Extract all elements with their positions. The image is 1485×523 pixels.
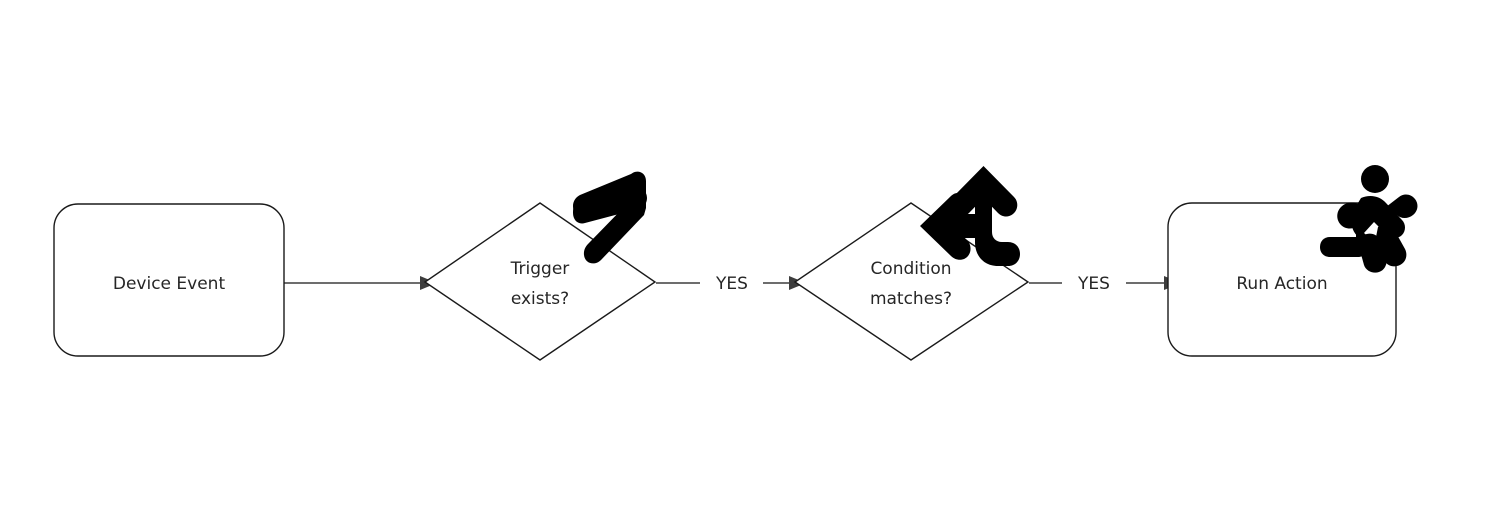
condition-matches-label-line2: matches? <box>870 289 952 309</box>
trigger-exists-label-line1: Trigger <box>510 259 570 279</box>
edge-label-yes-2: YES <box>1077 274 1110 294</box>
run-action-label: Run Action <box>1236 274 1327 294</box>
condition-matches-diamond[interactable] <box>793 202 1030 361</box>
edge-device-event-to-trigger <box>284 276 437 290</box>
device-event-label: Device Event <box>113 274 226 294</box>
condition-matches-label-line1: Condition <box>870 259 951 279</box>
trigger-exists-diamond[interactable] <box>423 202 657 361</box>
edge-label-yes-1: YES <box>715 274 748 294</box>
edge-trigger-to-condition: YES <box>656 274 806 294</box>
node-trigger-exists[interactable]: Trigger exists? <box>423 202 657 361</box>
branch-arrow-icon <box>920 166 1020 266</box>
trigger-exists-label-line2: exists? <box>511 289 569 309</box>
edge-condition-to-run-action: YES <box>1029 274 1181 294</box>
device-event-box[interactable] <box>53 203 285 357</box>
node-device-event[interactable]: Device Event <box>53 203 285 357</box>
running-person-icon <box>1320 165 1418 273</box>
node-condition-matches[interactable]: Condition matches? <box>793 202 1030 361</box>
running-person-head <box>1361 165 1389 193</box>
lightning-bolt-icon <box>573 171 647 264</box>
